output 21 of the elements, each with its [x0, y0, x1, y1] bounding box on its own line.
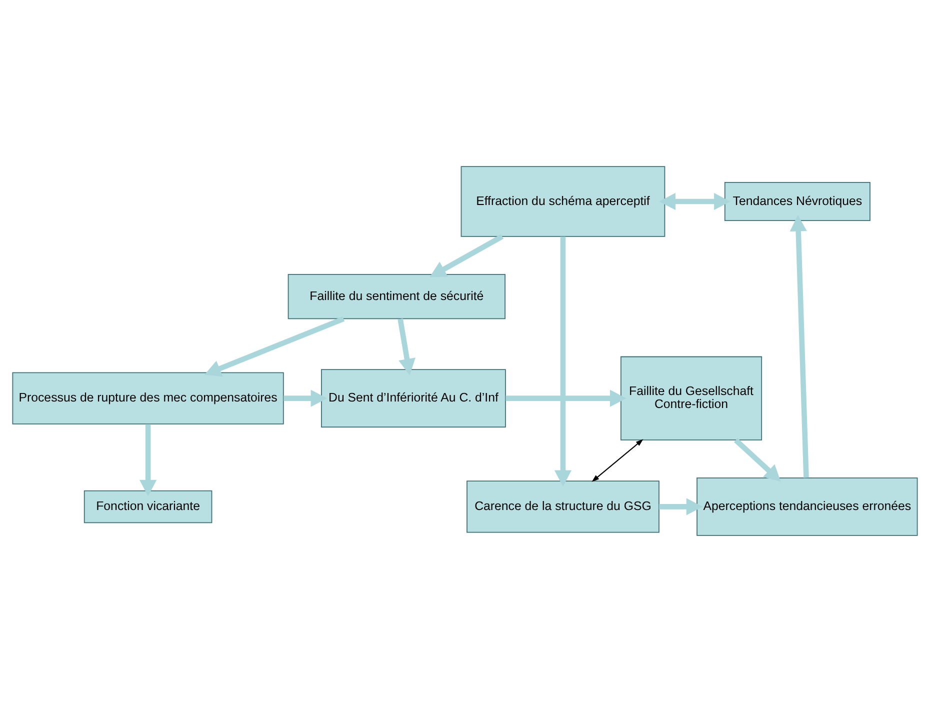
- arrow: [204, 316, 345, 377]
- arrow: [140, 424, 157, 496]
- arrow: [659, 192, 730, 210]
- node-box: Carence de la structure du GSG: [466, 480, 660, 533]
- node-box: Du Sent d’Infériorité Au C. d’Inf: [321, 369, 506, 428]
- arrow: [592, 439, 644, 482]
- node-box: Processus de rupture des mec compensatoires: [12, 372, 284, 424]
- node-box: Tendances Névrotiques: [724, 182, 870, 221]
- arrow: [554, 236, 572, 487]
- arrow: [506, 390, 626, 407]
- node-box: Faillite du sentiment de sécurité: [288, 274, 506, 320]
- node-box: Fonction vicariante: [84, 490, 212, 524]
- arrow: [284, 390, 328, 407]
- arrow: [734, 438, 781, 482]
- node-box: Effraction du schéma aperceptif: [460, 166, 666, 237]
- arrow: [659, 498, 703, 516]
- arrow: [430, 234, 504, 278]
- node-box: Faillite du Gesellschaft Contre-fiction: [620, 356, 762, 440]
- node-box: Aperceptions tendancieuses erronées: [696, 478, 918, 536]
- arrow: [398, 318, 416, 376]
- arrow: [790, 214, 809, 478]
